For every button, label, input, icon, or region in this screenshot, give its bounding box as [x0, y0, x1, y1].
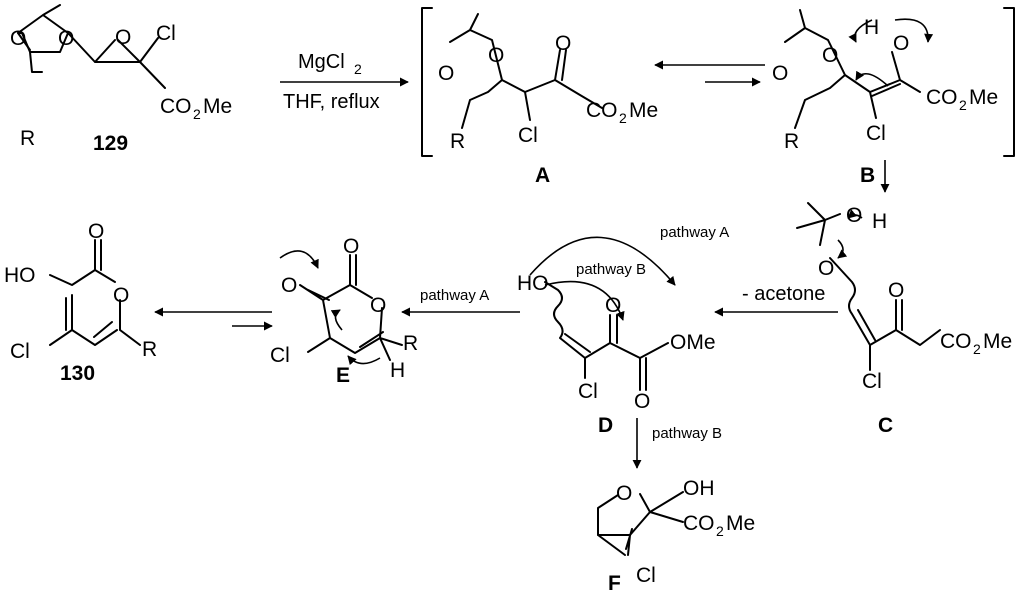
atom-Me: Me [969, 86, 998, 109]
intermediate-E: O O O R H Cl E [270, 235, 418, 387]
atom-OH: OH [683, 477, 715, 500]
compound-129: O O O Cl CO 2 Me R 129 [10, 4, 232, 155]
compound-label-D: D [598, 414, 613, 437]
atom-subscript: 2 [619, 110, 627, 126]
label-pathway-a: pathway A [420, 287, 489, 304]
reagent-subscript: 2 [354, 61, 362, 77]
atom-Me: Me [203, 95, 232, 118]
curly-arrow [855, 70, 889, 87]
atom-O: O [281, 274, 297, 297]
atom-O: O [343, 235, 359, 258]
atom-Me: Me [726, 512, 755, 535]
curly-arrow [279, 250, 319, 269]
atom-O: O [818, 257, 834, 280]
reagent-mgcl2: MgCl [298, 51, 345, 73]
intermediate-C: O H O O CO 2 Me Cl C [796, 202, 1012, 437]
atom-O: O [10, 27, 26, 50]
label-pathway-b: pathway B [652, 425, 722, 442]
atom-R: R [142, 338, 157, 361]
atom-CO: CO [940, 330, 972, 353]
atom-CO: CO [586, 99, 618, 122]
curly-arrow-pathway-b [544, 280, 625, 321]
atom-O: O [115, 26, 131, 49]
atom-O: O [488, 44, 504, 67]
atom-O: O [58, 27, 74, 50]
atom-O: O [605, 294, 621, 317]
curly-arrow [347, 355, 381, 366]
atom-R: R [784, 130, 799, 153]
compound-label-C: C [878, 414, 893, 437]
atom-O: O [616, 482, 632, 505]
compound-label-130: 130 [60, 362, 95, 385]
atom-R: R [403, 332, 418, 355]
atom-O: O [555, 32, 571, 55]
atom-Cl: Cl [156, 22, 176, 45]
atom-Me: Me [629, 99, 658, 122]
product-130: O HO O R Cl 130 [4, 220, 157, 385]
atom-HO: HO [4, 264, 36, 287]
compound-label-A: A [535, 164, 550, 187]
atom-H: H [872, 210, 887, 233]
label-minus-acetone: - acetone [742, 283, 825, 305]
intermediate-A: O O O CO 2 Me Cl R A [438, 13, 658, 187]
atom-CO: CO [926, 86, 958, 109]
atom-Cl: Cl [636, 564, 656, 587]
atom-O: O [113, 284, 129, 307]
curly-arrow-pathway-a [529, 236, 676, 286]
atom-subscript: 2 [716, 523, 724, 539]
bracket-right [1003, 7, 1015, 157]
compound-label-E: E [336, 364, 350, 387]
curly-arrow [894, 18, 934, 43]
atom-subscript: 2 [973, 341, 981, 357]
atom-O: O [370, 294, 386, 317]
intermediate-D: HO O OMe O Cl D pathway A pathway B [517, 224, 729, 437]
atom-O: O [772, 62, 788, 85]
curly-arrow [847, 209, 863, 219]
atom-Cl: Cl [10, 340, 30, 363]
atom-O: O [822, 44, 838, 67]
atom-O: O [888, 279, 904, 302]
atom-R: R [20, 127, 35, 150]
atom-Cl: Cl [270, 344, 290, 367]
compound-label-B: B [860, 164, 875, 187]
atom-O: O [893, 32, 909, 55]
atom-Cl: Cl [862, 370, 882, 393]
atom-Me: Me [983, 330, 1012, 353]
curly-arrow [330, 309, 343, 331]
compound-label-F: F [608, 572, 621, 595]
atom-CO: CO [160, 95, 192, 118]
label-pathway-a: pathway A [660, 224, 729, 241]
atom-Cl: Cl [578, 380, 598, 403]
bracket-left [421, 7, 433, 157]
atom-subscript: 2 [193, 106, 201, 122]
atom-Cl: Cl [518, 124, 538, 147]
atom-O: O [88, 220, 104, 243]
label-pathway-b: pathway B [576, 261, 646, 278]
atom-OMe: OMe [670, 331, 716, 354]
atom-R: R [450, 130, 465, 153]
atom-H: H [390, 359, 405, 382]
curly-arrow [837, 239, 848, 259]
compound-label-129: 129 [93, 132, 128, 155]
atom-HO: HO [517, 272, 549, 295]
reagent-conditions: THF, reflux [283, 91, 380, 113]
intermediate-B: O O H O CO 2 Me Cl R B [772, 9, 998, 187]
curly-arrow [848, 19, 873, 43]
atom-O: O [438, 62, 454, 85]
atom-CO: CO [683, 512, 715, 535]
atom-O: O [634, 390, 650, 413]
atom-subscript: 2 [959, 97, 967, 113]
atom-Cl: Cl [866, 122, 886, 145]
product-F: O OH CO 2 Me Cl F [597, 477, 755, 595]
